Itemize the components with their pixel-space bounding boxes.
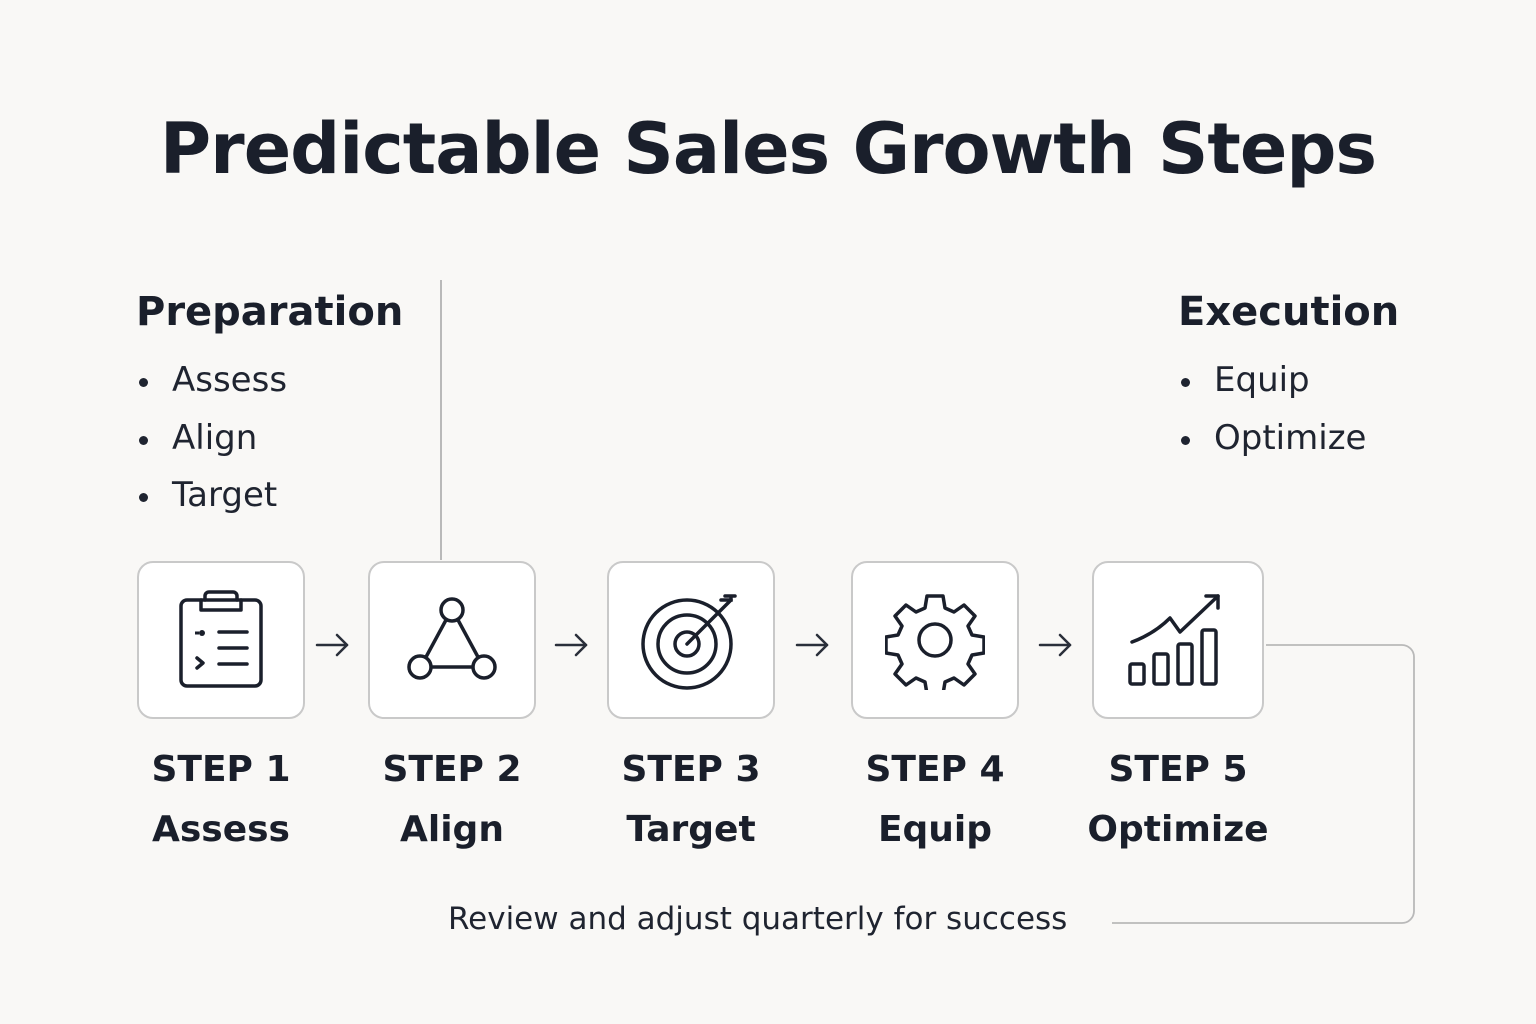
preparation-list: Assess Align Target [136,352,403,525]
step-name: Equip [877,809,993,850]
target-icon [641,594,737,690]
preparation-title: Preparation [136,289,404,335]
arrow-right-icon [315,633,349,657]
step-number: STEP 5 [1108,749,1248,790]
step-number: STEP 4 [865,749,1005,790]
step-4-box [851,561,1019,719]
preparation-item: Assess [136,352,403,410]
step-name: Target [626,809,756,850]
execution-list: Equip Optimize [1178,352,1399,467]
growth-chart-icon [1128,594,1220,686]
step-2-box [368,561,536,719]
step-3-label: STEP 3 Target [591,740,791,860]
clipboard-icon [179,590,263,688]
feedback-loop-connector [1112,644,1415,924]
execution-title: Execution [1178,289,1400,335]
execution-group: Execution Equip Optimize [1178,286,1399,467]
review-note: Review and adjust quarterly for success [448,901,1068,937]
triangle-network-icon [407,597,497,680]
arrow-right-icon [554,633,588,657]
arrow-right-icon [795,633,829,657]
step-name: Optimize [1087,809,1269,850]
step-3-box [607,561,775,719]
preparation-group: Preparation Assess Align Target [136,286,403,525]
phase-divider [440,280,442,560]
step-number: STEP 3 [621,749,761,790]
execution-item: Equip [1178,352,1399,410]
step-number: STEP 1 [151,749,291,790]
page-title: Predictable Sales Growth Steps [159,108,1377,190]
execution-item: Optimize [1178,410,1399,468]
gear-icon [885,594,985,690]
step-name: Assess [152,809,290,850]
step-2-label: STEP 2 Align [352,740,552,860]
step-4-label: STEP 4 Equip [835,740,1035,860]
step-5-box [1092,561,1264,719]
step-5-label: STEP 5 Optimize [1078,740,1278,860]
step-name: Align [400,809,504,850]
preparation-item: Target [136,467,403,525]
step-1-box [137,561,305,719]
step-1-label: STEP 1 Assess [121,740,321,860]
preparation-item: Align [136,410,403,468]
arrow-right-icon [1038,633,1072,657]
step-number: STEP 2 [382,749,522,790]
